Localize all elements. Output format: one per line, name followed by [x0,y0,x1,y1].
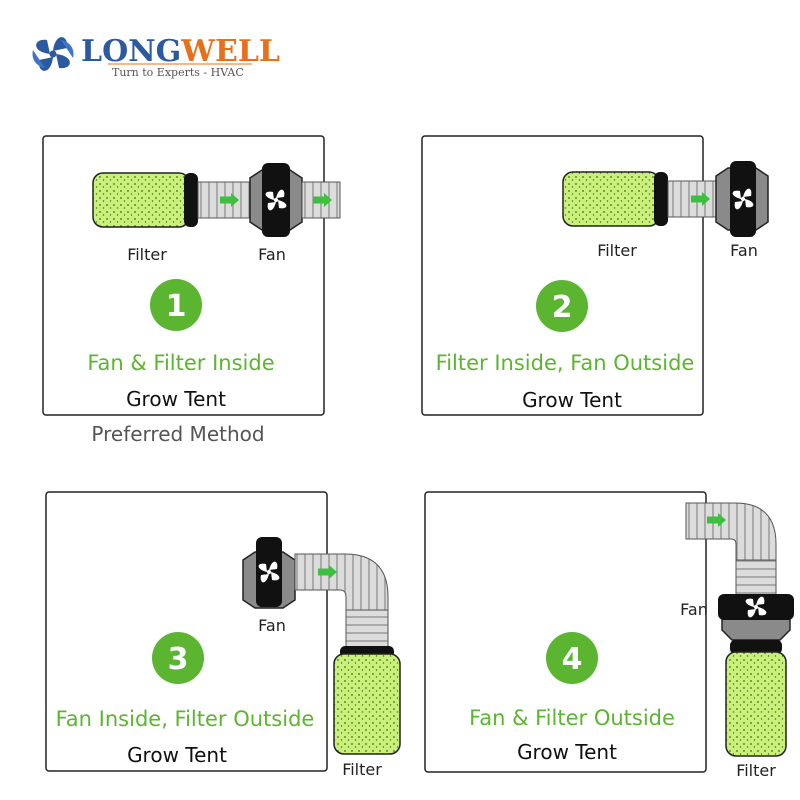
inline-fan [249,163,303,237]
step-badge [152,632,204,684]
carbon-filter [725,640,787,757]
step-number: 3 [168,642,189,677]
filter-label: Filter [342,760,382,779]
tent-border [421,135,704,416]
setup-title: Fan & Filter Outside [469,706,675,730]
panel-4: Fan Filter 4 Fan & Filter Outside Grow T… [424,491,794,780]
tent-label: Grow Tent [522,388,622,412]
inline-fan [718,594,794,641]
panel-2: Filter Fan 2 Filter Inside, Fan Outside … [421,135,769,416]
flex-duct [685,502,777,599]
brand-prefix: LONG [81,34,181,69]
tent-label: Grow Tent [127,743,227,767]
filter-label: Filter [127,245,167,264]
panel-3: Fan Filter 3 Fan Inside, Filter Outside … [45,491,401,779]
carbon-filter [333,646,401,755]
setup-title: Filter Inside, Fan Outside [436,351,695,375]
step-number: 4 [562,642,583,677]
carbon-filter [92,172,198,228]
step-number: 2 [552,290,573,325]
logo: LONGWELL Turn to Experts - HVAC [32,34,280,79]
tent-label: Grow Tent [517,740,617,764]
fan-label: Fan [680,600,708,619]
tent-border [424,491,707,773]
step-badge [536,280,588,332]
setup-title: Fan & Filter Inside [87,351,274,375]
carbon-filter [562,171,668,227]
brand-name: LONGWELL [81,34,280,69]
fan-label: Fan [730,241,758,260]
tent-border [45,491,328,772]
brand-tagline: Turn to Experts - HVAC [112,66,244,79]
preferred-note: Preferred Method [91,422,264,446]
step-badge [546,632,598,684]
fan-label: Fan [258,245,286,264]
tent-border [42,135,325,416]
step-badge [150,279,202,331]
fan-logo-icon [32,37,74,71]
filter-label: Filter [597,241,637,260]
fan-label: Fan [258,616,286,635]
filter-label: Filter [736,761,776,780]
step-number: 1 [166,289,187,324]
brand-suffix: WELL [180,34,280,69]
inline-fan [242,537,296,609]
inline-fan [715,161,769,237]
flex-duct [294,553,389,651]
panel-1: Filter Fan 1 Fan & Filter Inside Grow Te… [42,135,341,446]
tent-label: Grow Tent [126,387,226,411]
setup-title: Fan Inside, Filter Outside [56,707,315,731]
